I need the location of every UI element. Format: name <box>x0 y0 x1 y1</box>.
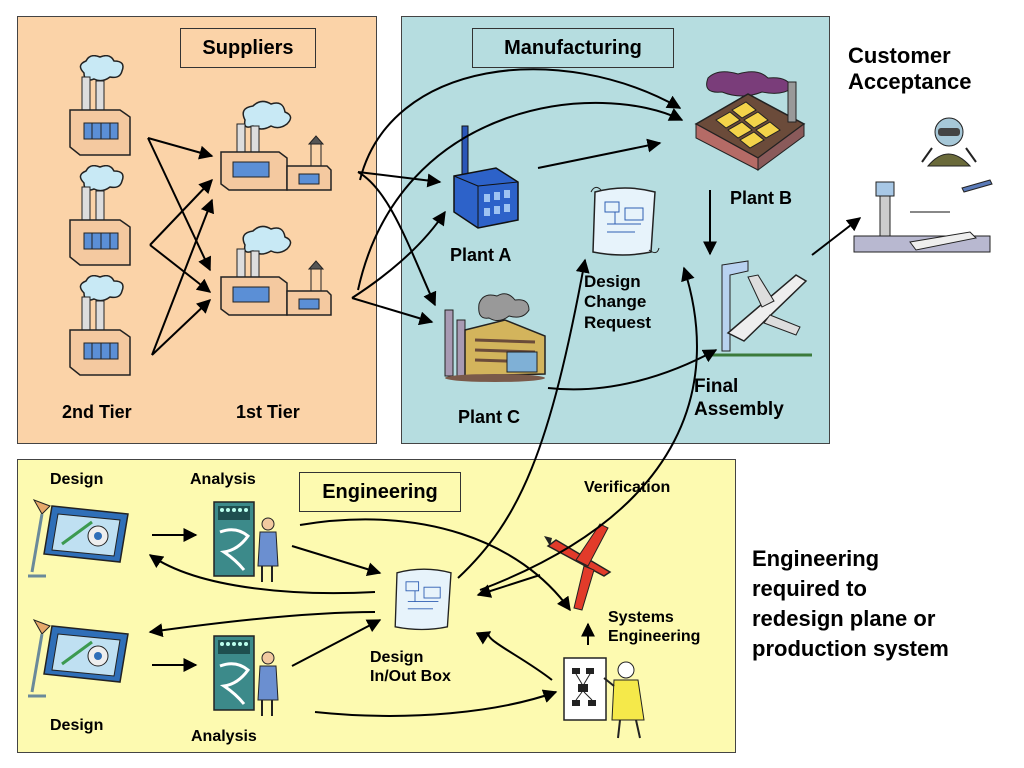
tier1-label: 1st Tier <box>236 402 300 422</box>
customer-line-1: Customer <box>848 43 951 68</box>
note-line-4: production system <box>752 635 949 661</box>
design-bottom-label: Design <box>50 717 104 734</box>
analysis-computer-icon <box>213 635 279 716</box>
note-line-1: Engineering <box>752 546 880 571</box>
analysis-bottom-label: Analysis <box>191 728 257 745</box>
plant-c-icon <box>444 293 546 382</box>
pilot-icon <box>921 117 977 167</box>
design-top-label: Design <box>50 471 104 488</box>
verification-label: Verification <box>584 479 671 496</box>
final-line-1: Final <box>694 376 739 397</box>
design-desk-icon <box>28 499 129 578</box>
airport-icon <box>853 179 993 253</box>
dcr-line-1: Design <box>584 272 641 291</box>
note-line-3: redesign plane or <box>752 605 936 631</box>
tier2-label: 2nd Tier <box>62 402 132 422</box>
engineering-title: Engineering <box>299 472 461 512</box>
sys-line-1: Systems <box>608 609 674 626</box>
sys-line-2: Engineering <box>608 628 701 646</box>
design-inout-label: Design In/Out Box <box>370 648 451 686</box>
customer-acceptance-label: Customer Acceptance <box>848 43 972 96</box>
final-line-2: Assembly <box>694 398 784 420</box>
factory-icon <box>69 165 131 266</box>
final-assembly-label: Final Assembly <box>694 376 784 422</box>
dcr-line-3: Request <box>584 312 652 332</box>
suppliers-title: Suppliers <box>180 28 316 68</box>
inout-line-2: In/Out Box <box>370 668 451 686</box>
factory-icon <box>220 225 332 316</box>
plant-a-icon <box>453 125 519 229</box>
analysis-computer-icon <box>213 501 279 582</box>
plant-a-label: Plant A <box>450 245 512 265</box>
engineering-note: Engineering required to redesign plane o… <box>752 544 949 664</box>
systems-engineering-icon <box>563 657 645 739</box>
design-desk-icon <box>28 619 129 698</box>
design-change-request-label: Design Change Request <box>584 272 651 333</box>
inout-line-1: Design <box>370 649 424 666</box>
manufacturing-title: Manufacturing <box>472 28 674 68</box>
factory-icon <box>220 100 332 191</box>
design-change-request-icon <box>590 186 660 256</box>
customer-line-2: Acceptance <box>848 69 972 95</box>
plant-c-label: Plant C <box>458 407 521 427</box>
factory-icon <box>69 55 131 156</box>
plant-b-icon <box>694 71 806 171</box>
factory-icon <box>69 275 131 376</box>
dcr-line-2: Change <box>584 292 647 312</box>
final-assembly-icon <box>712 260 812 357</box>
verification-airplane-icon <box>544 523 612 611</box>
plant-b-label: Plant B <box>730 188 793 208</box>
note-line-2: required to <box>752 575 867 601</box>
design-inout-box-icon <box>394 568 452 631</box>
systems-engineering-label: Systems Engineering <box>608 608 700 646</box>
analysis-top-label: Analysis <box>190 471 256 488</box>
